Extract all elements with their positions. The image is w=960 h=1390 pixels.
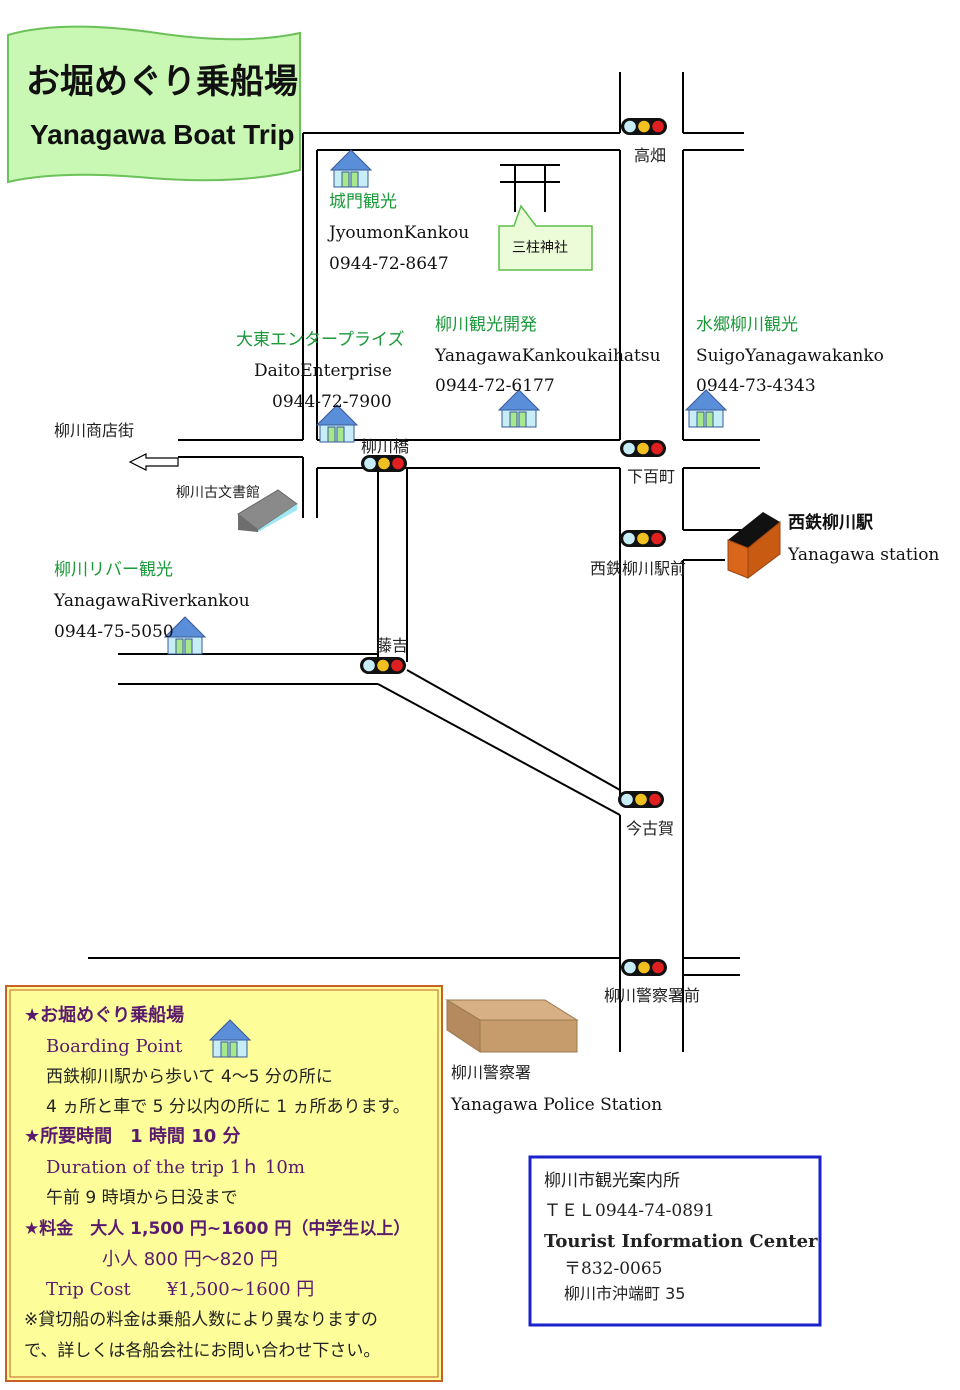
info-price-child: 小人 800 円～820 円 bbox=[102, 1249, 278, 1270]
info-boarding-en: Boarding Point bbox=[46, 1036, 183, 1057]
archive-building-icon bbox=[237, 489, 298, 532]
company-river-tel: 0944-75-5050 bbox=[54, 622, 174, 642]
info-boarding-desc-1: 西鉄柳川駅から歩いて 4～5 分の所に bbox=[46, 1067, 333, 1087]
title-japanese: お堀めぐり乗船場 bbox=[26, 62, 298, 102]
title-banner bbox=[7, 25, 301, 184]
left-arrow-icon bbox=[128, 453, 179, 471]
archive-label: 柳川古文書館 bbox=[176, 485, 260, 501]
company-kaihatsu-en: YanagawaKankoukaihatsu bbox=[435, 346, 661, 366]
company-kaihatsu-tel: 0944-72-6177 bbox=[435, 376, 555, 396]
shrine-label: 三柱神社 bbox=[512, 240, 568, 256]
company-suigo-en: SuigoYanagawakanko bbox=[696, 346, 884, 366]
info-duration-en: Duration of the trip 1ｈ 10m bbox=[46, 1157, 305, 1178]
boarding-point-jyoumon-icon bbox=[330, 149, 372, 188]
company-kaihatsu-ja: 柳川観光開発 bbox=[435, 315, 537, 335]
station-en-label: Yanagawa station bbox=[788, 545, 940, 565]
intersection-yanagawabashi: 柳川橋 bbox=[361, 437, 410, 456]
tourist-info-tel: ＴＥＬ0944-74-0891 bbox=[544, 1201, 715, 1221]
info-note-2: で、詳しくは各船会社にお問い合わせ下さい。 bbox=[24, 1341, 381, 1361]
shrine-torii-icon bbox=[500, 164, 560, 212]
intersection-station-front: 西鉄柳川駅前 bbox=[590, 559, 687, 578]
company-suigo-ja: 水郷柳川観光 bbox=[696, 315, 798, 335]
traffic-light-icon bbox=[618, 791, 664, 808]
intersection-fujiyoshi: 藤吉 bbox=[376, 636, 409, 655]
company-jyoumon-en: JyoumonKankou bbox=[329, 223, 470, 243]
company-river-en: YanagawaRiverkankou bbox=[54, 591, 250, 611]
police-en-label: Yanagawa Police Station bbox=[451, 1095, 663, 1115]
intersection-police-front: 柳川警察署前 bbox=[604, 986, 701, 1005]
intersection-imakoga: 今古賀 bbox=[626, 819, 675, 838]
info-duration-hours: 午前 9 時頃から日没まで bbox=[46, 1188, 238, 1208]
intersection-takabatake: 高畑 bbox=[634, 146, 667, 165]
company-suigo-tel: 0944-73-4343 bbox=[696, 376, 816, 396]
company-daito-tel: 0944-72-7900 bbox=[272, 392, 392, 412]
station-ja-label: 西鉄柳川駅 bbox=[788, 513, 873, 533]
info-heading-boarding: ★お堀めぐり乗船場 bbox=[24, 1005, 185, 1026]
tourist-info-box bbox=[528, 1155, 822, 1327]
intersection-shimohyakucho: 下百町 bbox=[627, 467, 676, 486]
tourist-info-name-en: Tourist Information Center bbox=[544, 1231, 818, 1252]
traffic-light-icon bbox=[621, 959, 667, 976]
company-river-ja: 柳川リバー観光 bbox=[54, 560, 173, 580]
tourist-info-address: 柳川市沖端町 35 bbox=[564, 1284, 686, 1303]
info-price-en: Trip Cost ¥1,500~1600 円 bbox=[46, 1279, 315, 1300]
shopping-street-label: 柳川商店街 bbox=[54, 421, 135, 440]
traffic-light-icon bbox=[620, 530, 666, 547]
traffic-light-icon bbox=[621, 118, 667, 135]
police-ja-label: 柳川警察署 bbox=[451, 1063, 532, 1082]
info-heading-duration: ★所要時間 1 時間 10 分 bbox=[24, 1126, 241, 1147]
company-jyoumon-ja: 城門観光 bbox=[329, 192, 397, 212]
police-station-icon bbox=[445, 999, 579, 1053]
company-daito-ja: 大東エンタープライズ bbox=[236, 330, 405, 350]
traffic-light-icon bbox=[360, 657, 406, 674]
traffic-light-icon bbox=[361, 455, 407, 472]
company-jyoumon-tel: 0944-72-8647 bbox=[329, 254, 449, 274]
info-note-1: ※貸切船の料金は乗船人数により異なりますの bbox=[24, 1310, 378, 1330]
traffic-light-icon bbox=[620, 440, 666, 457]
info-heading-price: ★料金 大人 1,500 円~1600 円（中学生以上） bbox=[24, 1219, 411, 1239]
info-boarding-desc-2: 4 ヵ所と車で 5 分以内の所に 1 ヵ所あります。 bbox=[46, 1097, 410, 1117]
tourist-info-name-ja: 柳川市観光案内所 bbox=[544, 1171, 680, 1191]
shrine-callout bbox=[498, 204, 593, 271]
company-daito-en: DaitoEnterprise bbox=[254, 361, 392, 381]
tourist-info-postal: 〒832-0065 bbox=[564, 1259, 663, 1279]
title-english: Yanagawa Boat Trip bbox=[30, 119, 295, 150]
roads bbox=[88, 72, 760, 1052]
station-building-icon bbox=[727, 512, 781, 579]
